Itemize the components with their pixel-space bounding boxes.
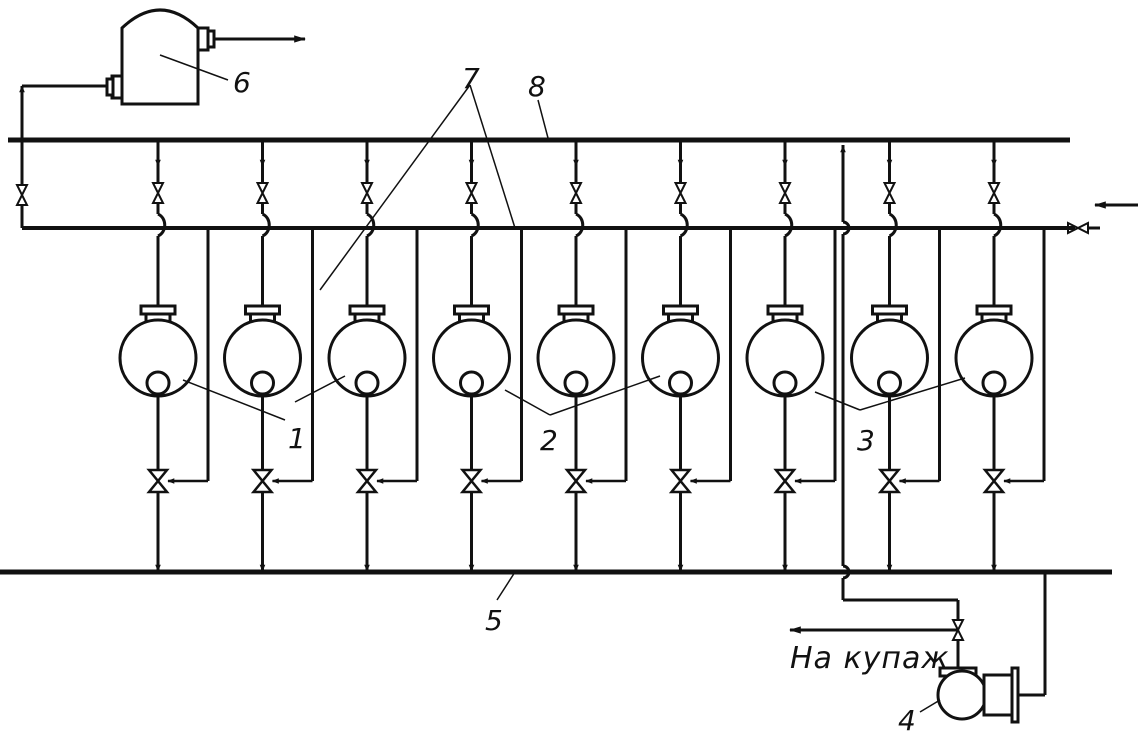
feed-valve	[882, 182, 897, 204]
drain-valve	[773, 468, 797, 494]
pipe-crossover	[261, 212, 271, 238]
pipe-crossover	[888, 212, 898, 238]
drain-valve	[877, 468, 902, 494]
riser-to-receiver	[19, 84, 110, 228]
tank-outlet	[563, 370, 589, 396]
tank-unit	[432, 140, 523, 572]
pipe-crossover	[470, 212, 480, 238]
drain-valve	[250, 468, 275, 494]
label-2: 2	[540, 424, 558, 457]
leader-lines	[182, 84, 966, 601]
feed-valve	[151, 182, 165, 204]
receiver-6	[105, 8, 307, 106]
tank-outlet	[877, 370, 902, 396]
tank-unit	[118, 140, 210, 572]
tank-unit	[745, 140, 837, 572]
pipe-crossover	[993, 212, 1003, 238]
drain-valve	[982, 468, 1006, 494]
tank-unit	[641, 140, 732, 572]
label-6: 6	[233, 66, 251, 99]
feed-valve	[673, 182, 688, 204]
main-lines	[0, 137, 1112, 575]
riser-valve	[15, 184, 29, 206]
label-4: 4	[898, 704, 916, 735]
feed-valve	[569, 182, 583, 204]
drain-valve	[146, 468, 170, 494]
tank-outlet	[145, 370, 171, 396]
feed-valve	[987, 182, 1001, 204]
tank-row	[118, 140, 1046, 572]
tank-outlet	[250, 370, 275, 396]
tank-outlet	[459, 370, 484, 396]
labels: 6 7 8 1 2 3 5 4 На купаж	[233, 62, 949, 735]
drain-valve	[564, 468, 588, 494]
tank-outlet	[354, 370, 380, 396]
pipe-crossover	[679, 212, 689, 238]
tank-unit	[327, 140, 419, 572]
label-7: 7	[462, 62, 480, 95]
pump-4	[788, 572, 1047, 724]
tank-unit	[223, 140, 314, 572]
drain-valve	[668, 468, 693, 494]
tank-unit	[536, 140, 628, 572]
label-3: 3	[857, 424, 875, 457]
return-riser	[840, 145, 960, 620]
tank-outlet	[772, 370, 798, 396]
tank-outlet	[668, 370, 693, 396]
pipe-crossover	[784, 212, 794, 238]
label-8: 8	[528, 70, 546, 103]
feed-valve	[255, 182, 270, 204]
pipe-crossover	[366, 212, 376, 238]
label-1: 1	[288, 422, 306, 455]
pipe-crossover	[575, 212, 585, 238]
pipe-crossover	[157, 212, 167, 238]
feed-valve	[464, 182, 479, 204]
tank-outlet	[981, 370, 1007, 396]
feed-valve	[778, 182, 792, 204]
tank-unit	[954, 140, 1046, 572]
tank-unit	[850, 140, 941, 572]
label-5: 5	[485, 604, 503, 637]
drain-valve	[355, 468, 379, 494]
inlet-valve	[1067, 201, 1138, 235]
feed-valve	[360, 182, 374, 204]
drain-valve	[459, 468, 484, 494]
to-blend-label: На купаж	[790, 641, 949, 676]
